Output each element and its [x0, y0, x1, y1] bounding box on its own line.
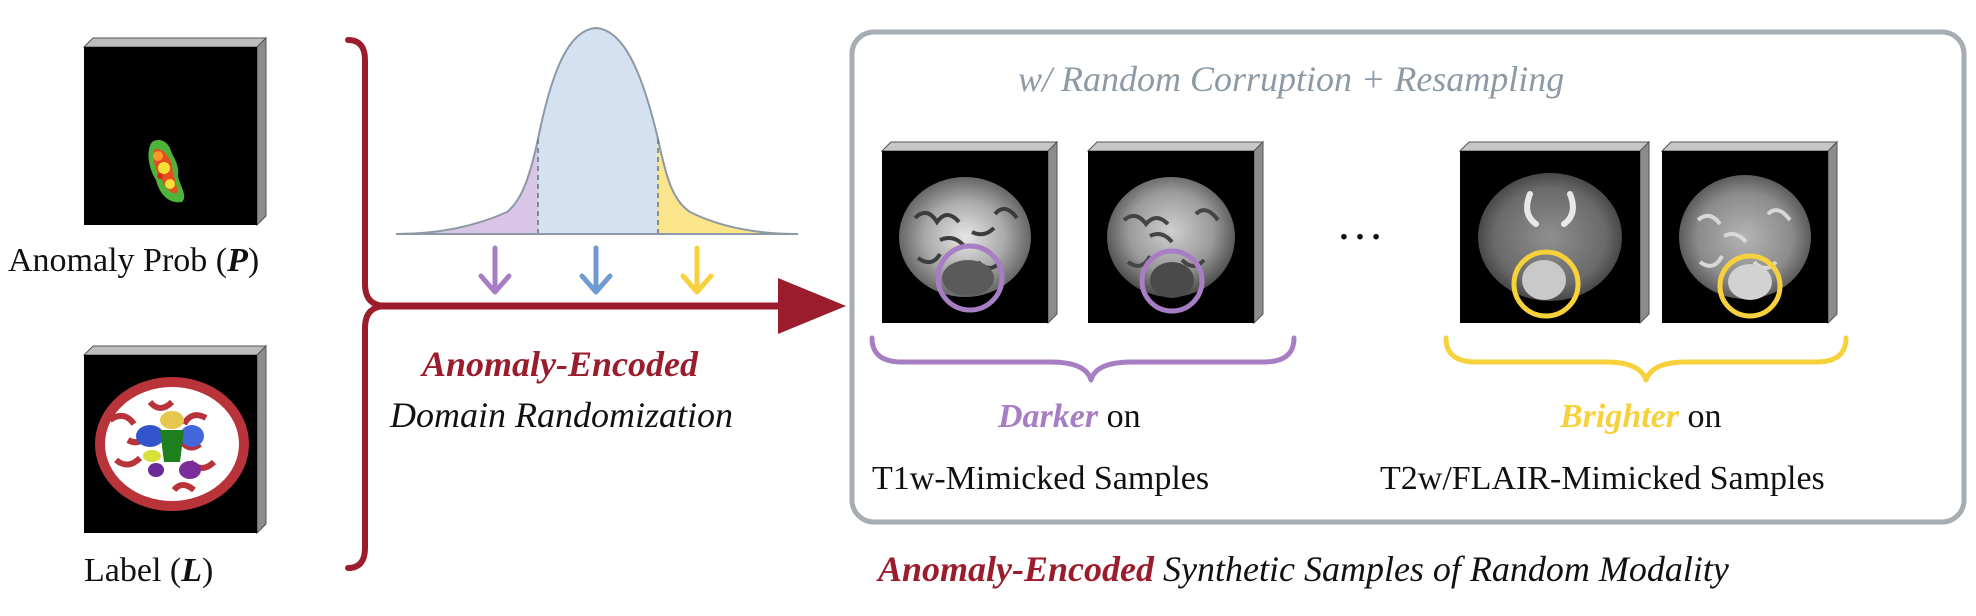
main-arrow-head: [778, 278, 846, 334]
gaussian-distribution: [395, 26, 799, 235]
sample-arrow-purple: [478, 245, 512, 295]
anomaly-prob-label: Anomaly Prob (P): [8, 242, 259, 280]
t2w-rest: on: [1679, 398, 1722, 435]
t2w-sample-1: [1458, 140, 1651, 325]
t1w-group-brace: [869, 335, 1297, 383]
anomaly-prob-close: ): [247, 242, 260, 279]
t2w-caption-line1: Brighter on: [1560, 398, 1722, 436]
anomaly-marker-yellow: [1511, 249, 1581, 319]
segmentation-label-map: [95, 377, 249, 511]
anomaly-prob-symbol: P: [227, 242, 248, 279]
t2w-caption-line2: T2w/FLAIR-Mimicked Samples: [1380, 460, 1825, 497]
synthetic-samples-box: [849, 29, 1967, 525]
bottom-caption: Anomaly-Encoded Synthetic Samples of Ran…: [878, 548, 1729, 590]
t1w-caption-line2: T1w-Mimicked Samples: [872, 460, 1210, 497]
t2w-highlight: Brighter: [1560, 398, 1680, 435]
method-subtitle: Domain Randomization: [390, 395, 734, 435]
t1w-sample-1: [880, 140, 1059, 325]
ellipsis: …: [1336, 197, 1384, 250]
t2w-sample-2: [1660, 140, 1839, 325]
sample-arrow-yellow: [680, 245, 714, 295]
label-thumbnail: [82, 344, 268, 535]
label-map-label: Label (L): [84, 552, 213, 590]
t2w-group-brace: [1443, 335, 1849, 383]
t1w-caption-line1: Darker on: [998, 398, 1141, 436]
gaussian-curve: [395, 26, 799, 235]
anomaly-prob-text: Anomaly Prob (: [8, 242, 228, 279]
anomaly-marker-purple: [935, 243, 1005, 313]
label-map-symbol: L: [181, 552, 202, 589]
anomaly-prob-thumbnail: [82, 36, 268, 227]
t1w-rest: on: [1098, 398, 1141, 435]
gaussian-center: [538, 28, 658, 234]
anomaly-marker-yellow: [1717, 253, 1783, 319]
anomaly-marker-purple: [1139, 248, 1205, 314]
sample-arrow-blue: [579, 245, 613, 295]
gaussian-right-tail: [658, 139, 798, 234]
t1w-sample-2: [1086, 140, 1265, 325]
bottom-caption-rest: Synthetic Samples of Random Modality: [1154, 549, 1729, 589]
method-title: Anomaly-Encoded: [422, 344, 698, 384]
box-header: w/ Random Corruption + Resampling: [1018, 59, 1565, 99]
bottom-caption-highlight: Anomaly-Encoded: [878, 549, 1154, 589]
t1w-highlight: Darker: [998, 398, 1099, 435]
anomaly-heatmap: [148, 140, 185, 203]
label-map-close: ): [202, 552, 214, 589]
label-map-text: Label (: [84, 552, 182, 589]
gaussian-left-tail: [396, 139, 538, 234]
